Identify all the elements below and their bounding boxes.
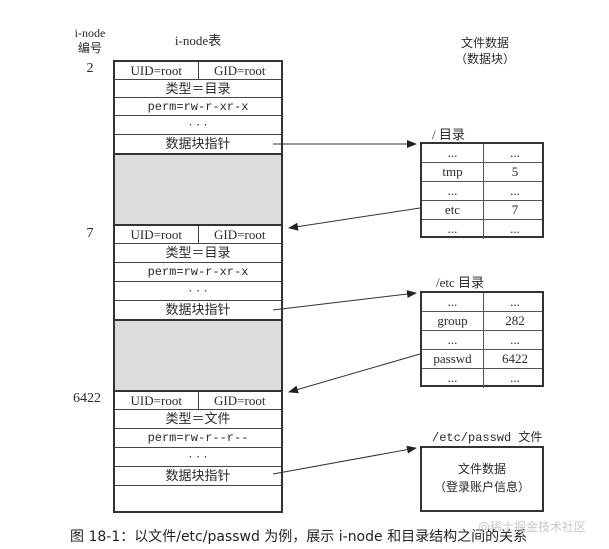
dir-row: ...... [422, 293, 542, 312]
root-dir-table: ...... tmp 5 ...... etc 7 ...... [420, 142, 544, 239]
passwd-file-data-line2: （登录账户信息） [433, 480, 530, 494]
inode-7-perm: perm=rw-r-xr-x [115, 263, 281, 282]
dir-entry-inode: 5 [511, 164, 519, 179]
dir-entry-inode: 7 [511, 202, 519, 217]
inode-7-block-pointer: 数据块指针 [115, 301, 281, 321]
dir-entry-name: passwd [422, 350, 484, 368]
dir-row: tmp 5 [422, 163, 542, 182]
file-data-header: 文件数据 （数据块） [440, 35, 530, 67]
dir-entry-inode: 6422 [502, 351, 528, 366]
inode-2-gid: GID=root [214, 63, 266, 78]
dir-entry-name: ... [422, 369, 484, 388]
dir-row: ...... [422, 369, 542, 388]
etc-dir-title: /etc 目录 [436, 275, 485, 290]
inode-7-owner-row: UID=root GID=root [115, 224, 281, 244]
inode-6422-perm: perm=rw-r--r-- [115, 429, 281, 448]
dir-entry-inode: ... [510, 294, 520, 309]
inode-6422-ellipsis: · · · [115, 448, 281, 467]
inode-6422-type: 类型＝文件 [115, 410, 281, 429]
passwd-file-title: /etc/passwd 文件 [432, 431, 543, 445]
dir-entry-name: tmp [422, 163, 484, 181]
inode-2-block-pointer: 数据块指针 [115, 135, 281, 155]
file-data-header-line1: 文件数据 [460, 36, 509, 50]
inode-6422-gid: GID=root [214, 393, 266, 408]
inode-7-ellipsis: · · · [115, 282, 281, 301]
dir-entry-name: etc [422, 201, 484, 219]
passwd-file-box: 文件数据 （登录账户信息） [420, 446, 544, 512]
inode-2-uid: UID=root [115, 62, 199, 79]
dir-entry-inode: ... [510, 221, 520, 236]
dir-entry-name: ... [422, 220, 484, 239]
dir-entry-name: ... [422, 331, 484, 349]
dir-entry-inode: ... [510, 370, 520, 385]
inode-6422-block-pointer: 数据块指针 [115, 467, 281, 486]
inode-6422-owner-row: UID=root GID=root [115, 390, 281, 410]
inode-2-perm: perm=rw-r-xr-x [115, 98, 281, 116]
dir-row: etc 7 [422, 201, 542, 220]
inode-7-type: 类型＝目录 [115, 244, 281, 263]
dir-row: group 282 [422, 312, 542, 331]
inode-7-gid: GID=root [214, 227, 266, 242]
dir-entry-inode: ... [510, 145, 520, 160]
dir-entry-name: ... [422, 182, 484, 200]
inode-number-7: 7 [86, 226, 94, 241]
inode-2-ellipsis: · · · [115, 116, 281, 135]
passwd-file-data-line1: 文件数据 [457, 462, 506, 476]
inode-6422-uid: UID=root [115, 392, 199, 409]
watermark: @稀土掘金技术社区 [478, 520, 587, 534]
inode-2-type: 类型＝目录 [115, 80, 281, 98]
arrow-etc-entry-to-inode7 [288, 207, 421, 231]
dir-row: ...... [422, 331, 542, 350]
dir-entry-inode: 282 [505, 313, 525, 328]
gray-spacer [115, 321, 281, 390]
dir-entry-name: ... [422, 293, 484, 311]
inode-7-uid: UID=root [115, 226, 199, 243]
inode-number-header: i-node 编号 [62, 26, 118, 56]
inode-number-2: 2 [86, 61, 94, 76]
inode-number-header-line2: 编号 [77, 41, 102, 55]
inode-table-header: i-node表 [174, 33, 222, 48]
figure-caption: 图 18-1：以文件/etc/passwd 为例，展示 i-node 和目录结构… [70, 529, 528, 545]
inode-number-header-line1: i-node [74, 26, 106, 40]
arrow-inode7-to-etc-dir [272, 290, 417, 311]
arrow-passwd-entry-to-inode6422 [288, 353, 421, 394]
file-data-header-line2: （数据块） [454, 52, 515, 66]
gray-spacer [115, 155, 281, 224]
dir-entry-inode: ... [510, 183, 520, 198]
dir-row: ...... [422, 182, 542, 201]
dir-row: ...... [422, 220, 542, 239]
dir-entry-name: ... [422, 144, 484, 162]
dir-entry-inode: ... [510, 332, 520, 347]
etc-dir-table: ...... group 282 ...... passwd 6422 ...... [420, 291, 544, 388]
dir-row: ...... [422, 144, 542, 163]
dir-entry-name: group [422, 312, 484, 330]
inode-2-owner-row: UID=root GID=root [115, 62, 281, 80]
root-dir-title: / 目录 [432, 127, 465, 142]
arrow-inode6422-to-passwd-file [272, 445, 417, 475]
dir-row: passwd 6422 [422, 350, 542, 369]
inode-number-6422: 6422 [73, 391, 101, 406]
